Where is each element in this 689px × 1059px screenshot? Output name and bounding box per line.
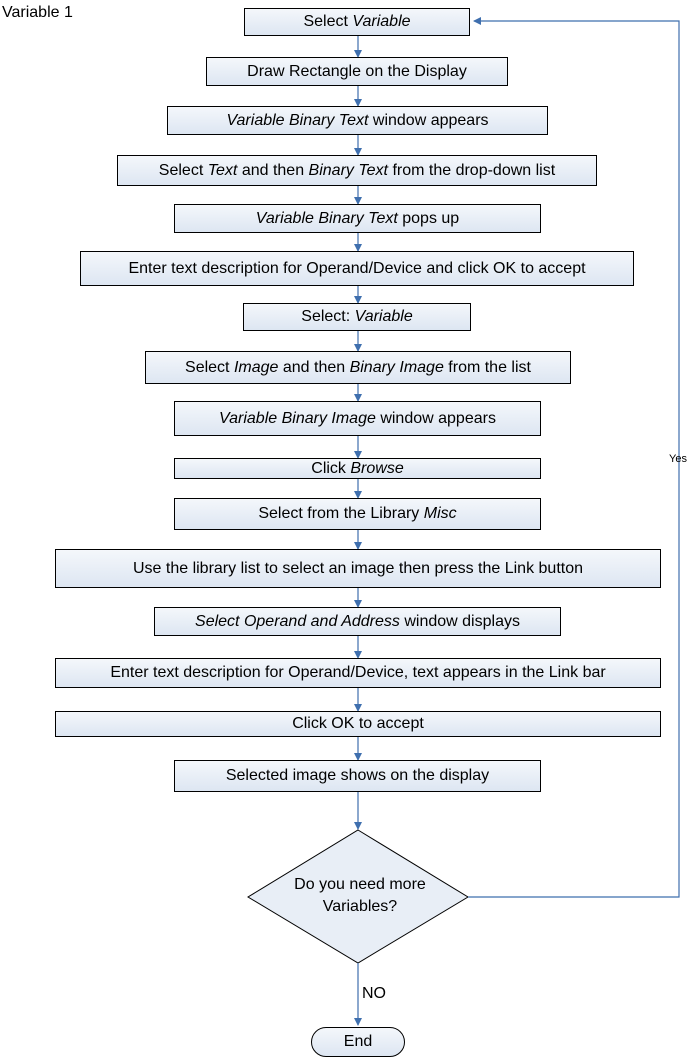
decision-line-2: Variables?	[322, 898, 398, 915]
step-4-text-5: from the drop-down list	[388, 161, 556, 179]
step-5-text-1: Variable Binary Text	[255, 209, 398, 227]
step-15-text-1: Click OK to accept	[292, 715, 424, 732]
no-label: NO	[362, 985, 386, 1002]
step-4-text-4: Binary Text	[308, 161, 388, 179]
step-8-text-5: from the list	[443, 358, 531, 376]
step-7-text-2: Variable	[354, 308, 413, 325]
step-11-text-1: Select from the Library	[258, 505, 424, 522]
diagram-title: Variable 1	[2, 4, 73, 21]
step-4-text-3: and then	[237, 161, 309, 179]
step-8-text-4: Binary Image	[349, 358, 444, 376]
step-1-text-2: Variable	[352, 13, 411, 30]
step-box-9: Variable Binary Image window appears	[174, 401, 541, 436]
step-box-3: Variable Binary Text window appears	[167, 106, 548, 135]
step-10-text-1: Click	[311, 459, 351, 477]
step-16-text-1: Selected image shows on the display	[225, 767, 490, 784]
step-box-14: Enter text description for Operand/Devic…	[55, 658, 661, 688]
step-box-8: Select Image and then Binary Image from …	[145, 351, 571, 384]
step-2-text-1: Draw Rectangle on the Display	[247, 62, 467, 80]
step-box-10: Click Browse	[174, 458, 541, 479]
step-5-text-2: pops up	[397, 209, 460, 227]
step-6-text-1: Enter text description for Operand/Devic…	[128, 259, 586, 277]
step-12-text-1: Use the library list to select an image …	[132, 559, 583, 577]
step-box-16: Selected image shows on the display	[174, 760, 541, 792]
step-8-text-2: Image	[233, 358, 279, 376]
step-4-text-2: Text	[207, 161, 238, 179]
end-label: End	[343, 1033, 373, 1050]
decision-label: Do you need more Variables?	[262, 874, 458, 918]
step-box-11: Select from the Library Misc	[174, 498, 541, 530]
decision-line-1: Do you need more	[294, 876, 426, 893]
step-box-5: Variable Binary Text pops up	[174, 204, 541, 233]
step-9-text-2: window appears	[375, 409, 496, 427]
end-terminal: End	[311, 1027, 405, 1057]
step-13-text-2: window displays	[399, 612, 520, 630]
step-box-6: Enter text description for Operand/Devic…	[80, 251, 634, 286]
step-box-12: Use the library list to select an image …	[55, 549, 661, 588]
step-4-text-1: Select	[158, 161, 208, 179]
step-3-text-2: window appears	[368, 111, 489, 129]
step-13-text-1: Select Operand and Address	[195, 612, 400, 630]
step-box-4: Select Text and then Binary Text from th…	[117, 155, 597, 186]
step-box-13: Select Operand and Address window displa…	[154, 607, 561, 636]
step-box-15: Click OK to accept	[55, 711, 661, 737]
step-8-text-1: Select	[185, 358, 234, 376]
step-8-text-3: and then	[278, 358, 350, 376]
yes-label: Yes	[669, 453, 687, 465]
step-7-text-1: Select:	[301, 308, 355, 325]
step-box-2: Draw Rectangle on the Display	[206, 57, 508, 86]
step-box-1: Select Variable	[244, 8, 470, 36]
step-14-text-1: Enter text description for Operand/Devic…	[110, 664, 606, 681]
step-11-text-2: Misc	[423, 505, 457, 522]
step-9-text-1: Variable Binary Image	[219, 409, 376, 427]
step-box-7: Select: Variable	[243, 303, 471, 331]
step-1-text-1: Select	[303, 13, 353, 30]
step-3-text-1: Variable Binary Text	[226, 111, 369, 129]
step-10-text-2: Browse	[350, 459, 404, 477]
yes-loop-connector	[468, 17, 680, 898]
